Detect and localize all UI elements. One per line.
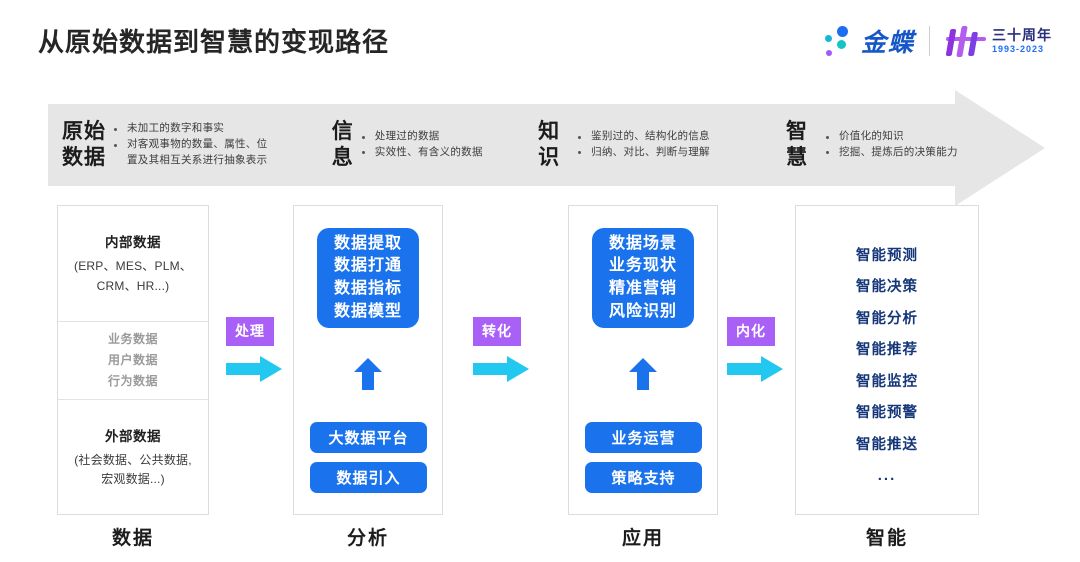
footer-label-data: 数据: [111, 528, 154, 549]
kingdee-brand-lockup: 金蝶 三十周年 1993-2023: [821, 22, 1052, 60]
analysis-capability-item: 数据打通: [333, 257, 402, 275]
intelligence-item: 智能推送: [856, 436, 918, 453]
band-stage-information: 信 息 处理过的数据 实效性、有含义的数据: [332, 104, 538, 186]
bullet-dot-icon: [114, 143, 117, 147]
bullet-dot-icon: [826, 135, 829, 139]
footer-label-application: 应用: [621, 528, 664, 549]
external-data-title: 外部数据: [105, 428, 161, 444]
bullet-dot-icon: [578, 151, 582, 155]
internal-data-subtitle: (ERP、MES、PLM、 CRM、HR...): [74, 259, 192, 293]
connector-process: 处理: [226, 317, 288, 383]
data-type-item: 行为数据: [107, 374, 158, 388]
analysis-capability-item: 数据模型: [333, 302, 402, 320]
anniversary-lockup: 三十周年 1993-2023: [944, 24, 1052, 58]
band-stage-term: 知 识: [538, 120, 561, 169]
bullet-dot-icon: [361, 135, 365, 139]
dikw-arrow-band: 原始 数据 未加工的数字和事实 对客观事物的数量、属性、位 置及其相互关系进行抽…: [48, 90, 1045, 206]
internal-data-section: 内部数据 (ERP、MES、PLM、 CRM、HR...): [58, 206, 208, 322]
application-up-arrow-icon: [628, 358, 658, 390]
analysis-platform-pill[interactable]: 大数据平台: [310, 422, 427, 453]
connector-label: 处理: [226, 317, 274, 346]
footer-label-analysis: 分析: [346, 528, 389, 549]
band-stage-bullets: 处理过的数据 实效性、有含义的数据: [361, 129, 483, 161]
kingdee-dots-icon: [821, 26, 855, 56]
band-arrow-head-icon: [955, 90, 1045, 206]
analysis-capability-item: 数据提取: [333, 234, 402, 252]
intelligence-ellipsis: ...: [877, 466, 897, 484]
intelligence-item: 智能监控: [856, 373, 918, 390]
intelligence-item: 智能分析: [856, 310, 918, 327]
analysis-capability-item: 数据指标: [333, 280, 402, 297]
external-data-subtitle: (社会数据、公共数据, 宏观数据...): [74, 452, 192, 486]
band-stage-bullets: 未加工的数字和事实 对客观事物的数量、属性、位 置及其相互关系进行抽象表示: [114, 121, 267, 168]
connector-transform: 转化: [473, 317, 535, 383]
data-type-item: 业务数据: [107, 332, 158, 346]
page-title: 从原始数据到智慧的变现路径: [38, 27, 390, 57]
bullet-dot-icon: [114, 127, 117, 131]
application-operations-pill[interactable]: 业务运营: [585, 422, 702, 453]
application-strategy-pill[interactable]: 策略支持: [585, 462, 702, 493]
analysis-capabilities-box[interactable]: 数据提取 数据打通 数据指标 数据模型: [317, 228, 419, 328]
intelligence-item: 智能推荐: [856, 342, 918, 359]
card-intelligence[interactable]: [795, 205, 979, 515]
right-arrow-icon: [473, 355, 529, 383]
band-stage-term: 智 慧: [786, 120, 808, 169]
anniversary-years: 1993-2023: [992, 44, 1045, 54]
bullet-dot-icon: [826, 151, 829, 155]
band-stage-bullets: 鉴别过的、结构化的信息 归纳、对比、判断与理解: [578, 129, 710, 161]
right-arrow-icon: [226, 355, 282, 383]
band-stage-knowledge: 知 识 鉴别过的、结构化的信息 归纳、对比、判断与理解: [538, 104, 786, 186]
analysis-up-arrow-icon: [353, 358, 383, 390]
connector-label: 内化: [727, 317, 775, 346]
intelligence-item: 智能预测: [856, 247, 918, 264]
band-body: [48, 104, 956, 186]
band-stage-bullets: 价值化的知识 挖掘、提炼后的决策能力: [826, 129, 958, 161]
internal-data-title: 内部数据: [105, 235, 161, 251]
data-types-section: 业务数据 用户数据 行为数据: [58, 322, 208, 400]
card-data[interactable]: 内部数据 (ERP、MES、PLM、 CRM、HR...) 业务数据 用户数据 …: [57, 205, 209, 515]
analysis-ingest-pill[interactable]: 数据引入: [310, 462, 427, 493]
application-scenarios-box[interactable]: 数据场景 业务现状 精准营销 风险识别: [592, 228, 694, 328]
application-scenario-item: 精准营销: [608, 280, 677, 297]
intelligence-list: 智能预测 智能决策 智能分析 智能推荐 智能监控 智能预警 智能推送 ...: [795, 205, 979, 515]
application-scenario-item: 业务现状: [608, 257, 677, 275]
external-data-section: 外部数据 (社会数据、公共数据, 宏观数据...): [58, 400, 208, 514]
bullet-dot-icon: [361, 151, 365, 155]
brand-divider: [929, 26, 930, 56]
intelligence-item: 智能决策: [856, 279, 918, 296]
band-stage-raw-data: 原始 数据 未加工的数字和事实 对客观事物的数量、属性、位 置及其相互关系进行抽…: [48, 104, 332, 186]
footer-label-intelligence: 智能: [865, 528, 908, 549]
intelligence-item: 智能预警: [856, 405, 918, 422]
data-type-item: 用户数据: [107, 353, 158, 367]
band-stage-term: 信 息: [331, 120, 354, 169]
bullet-dot-icon: [578, 135, 582, 139]
band-stage-term: 原始 数据: [62, 120, 106, 169]
anniversary-label: 三十周年: [992, 27, 1052, 43]
connector-internalize: 内化: [727, 317, 789, 383]
application-scenario-item: 数据场景: [608, 234, 677, 252]
brand-name: 金蝶: [860, 29, 915, 57]
anniversary-mark-icon: [944, 24, 986, 58]
connector-label: 转化: [473, 317, 521, 346]
band-stage-wisdom: 智 慧 价值化的知识 挖掘、提炼后的决策能力: [786, 104, 958, 186]
application-scenario-item: 风险识别: [608, 302, 677, 320]
right-arrow-icon: [727, 355, 783, 383]
